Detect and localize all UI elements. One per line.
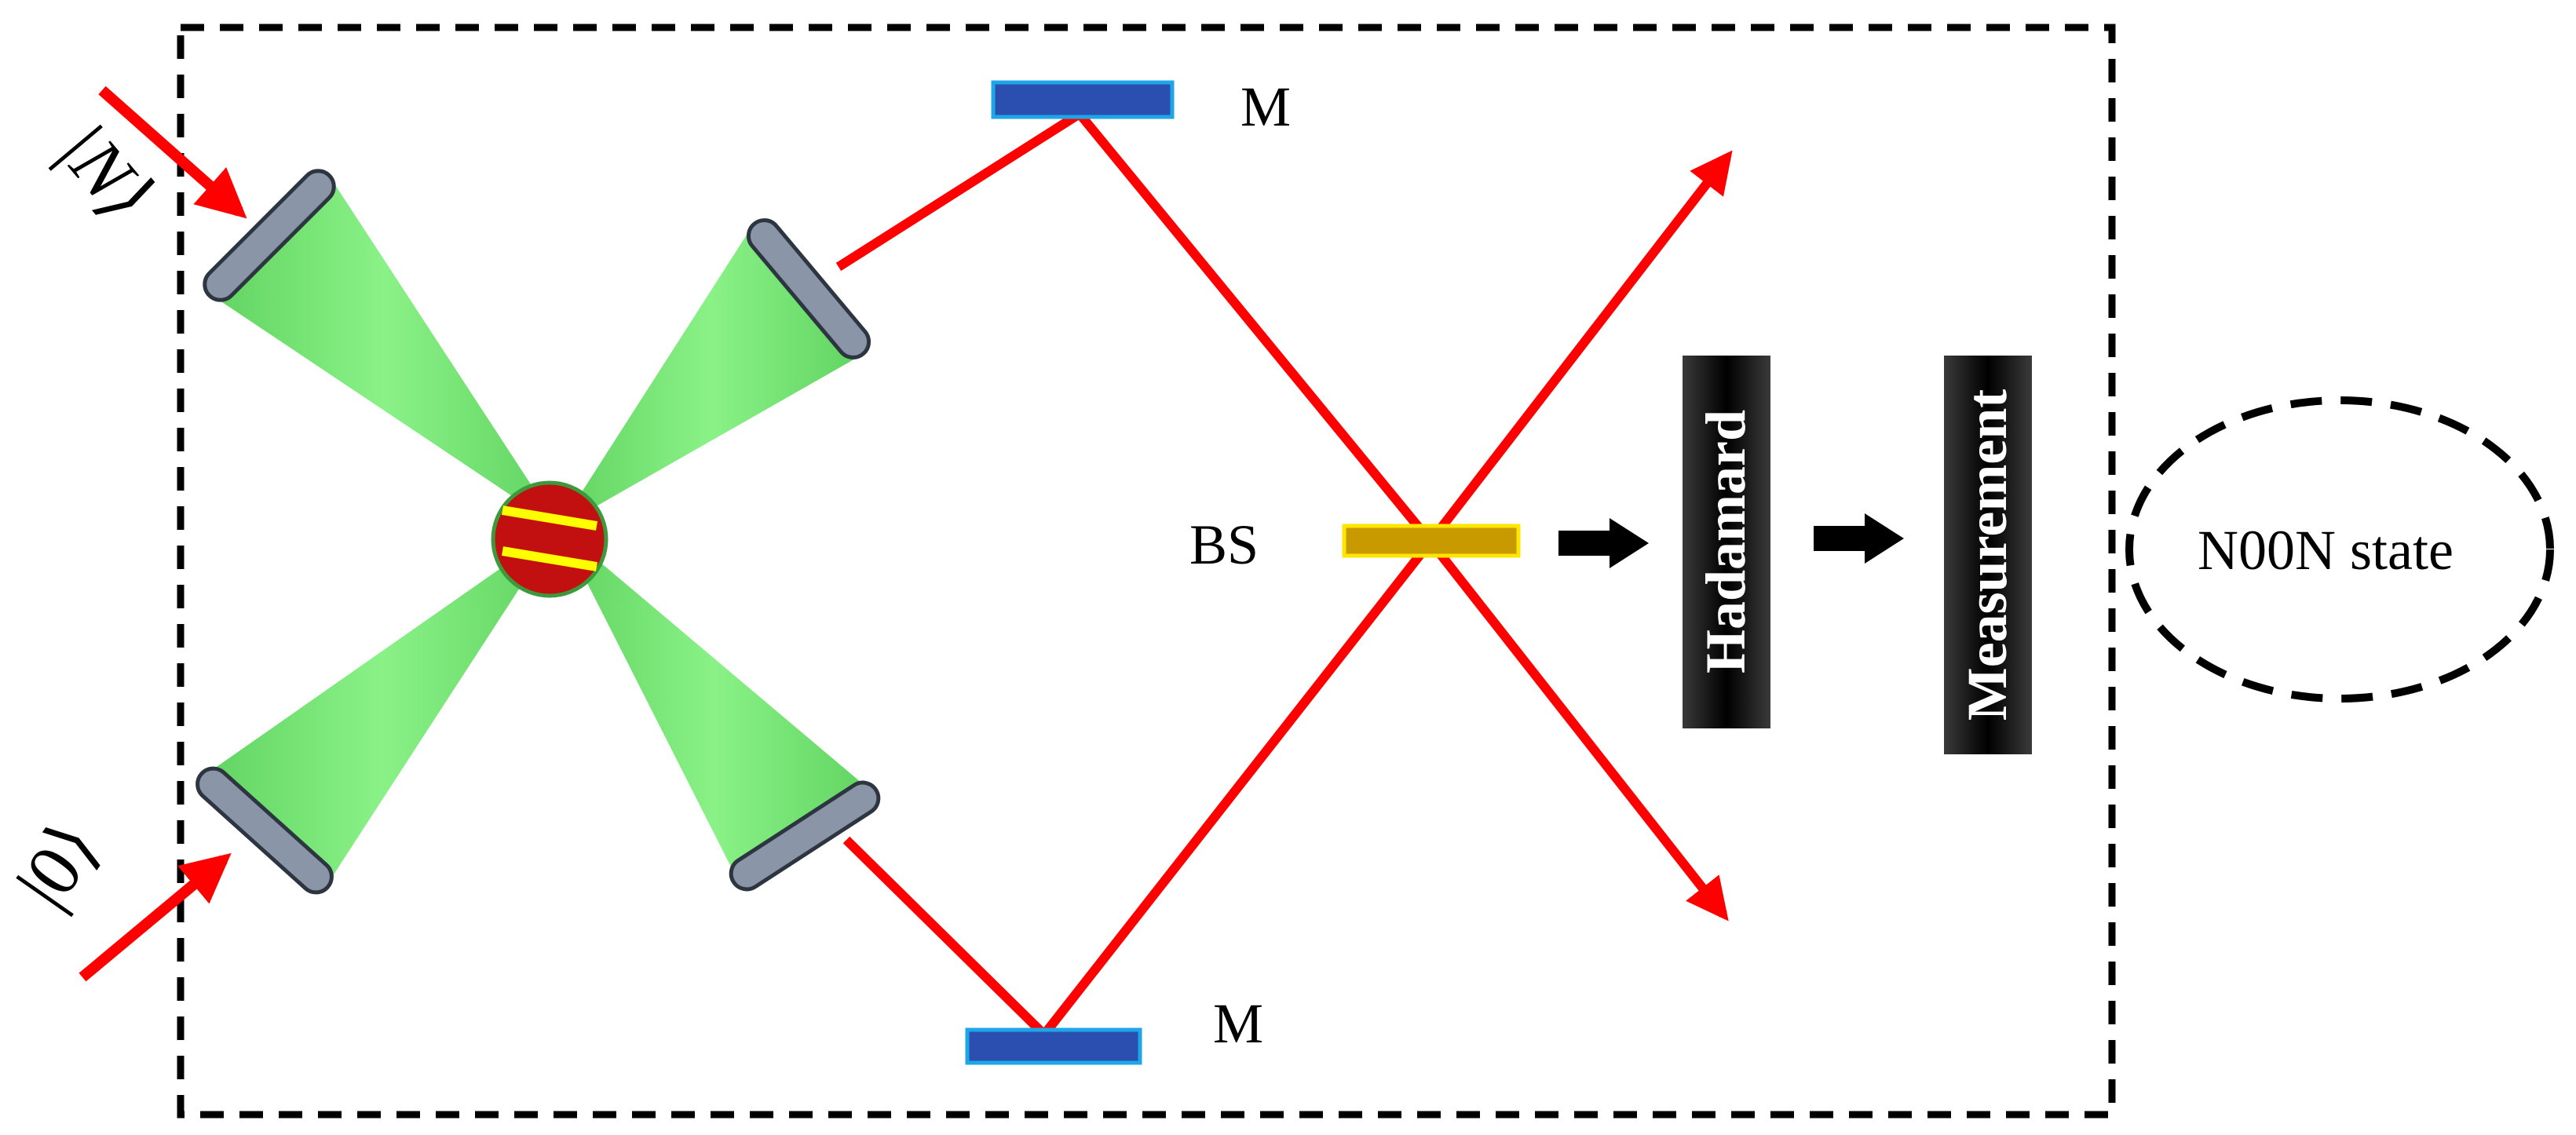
cavity-mirror-lower-left (195, 766, 334, 895)
cavity-mirror-upper-left (203, 169, 336, 302)
flow-arrow-to-hadamard (1558, 518, 1649, 568)
mirror-top-label: M (1240, 75, 1291, 138)
noon-state-label: N00N state (2198, 519, 2454, 582)
cone-lower-right (559, 527, 871, 881)
hadamard-box (1683, 356, 1770, 728)
pump-cavity (204, 174, 871, 885)
nonlinear-crystal (491, 480, 608, 598)
mirror-top (991, 80, 1175, 119)
measurement-box (1944, 356, 2032, 754)
output-beam-up (1427, 150, 1733, 545)
beam-paths (835, 109, 1434, 1038)
mirror-bottom (965, 1027, 1142, 1065)
output-beam-down (1427, 538, 1729, 922)
hadamard-label: Hadamard (1694, 410, 1757, 673)
noon-state-ellipse (2125, 396, 2554, 703)
setup-boundary (177, 24, 2116, 1119)
cone-upper-right (559, 221, 862, 527)
ket-0-label: |0⟩ (1, 808, 115, 922)
beam-splitter-label: BS (1189, 513, 1259, 576)
input-arrow-top (98, 86, 247, 219)
measurement-label: Measurement (1956, 389, 2019, 721)
cone-lower-left (204, 527, 559, 885)
cavity-mirror-lower-right (729, 780, 881, 892)
flow-arrow-to-measurement (1814, 513, 1904, 564)
beam-splitter (1342, 524, 1521, 558)
input-arrow-bottom (79, 852, 232, 982)
cone-upper-left (210, 174, 559, 527)
cavity-mirror-upper-right (746, 218, 871, 359)
mirror-bottom-label: M (1213, 992, 1263, 1055)
